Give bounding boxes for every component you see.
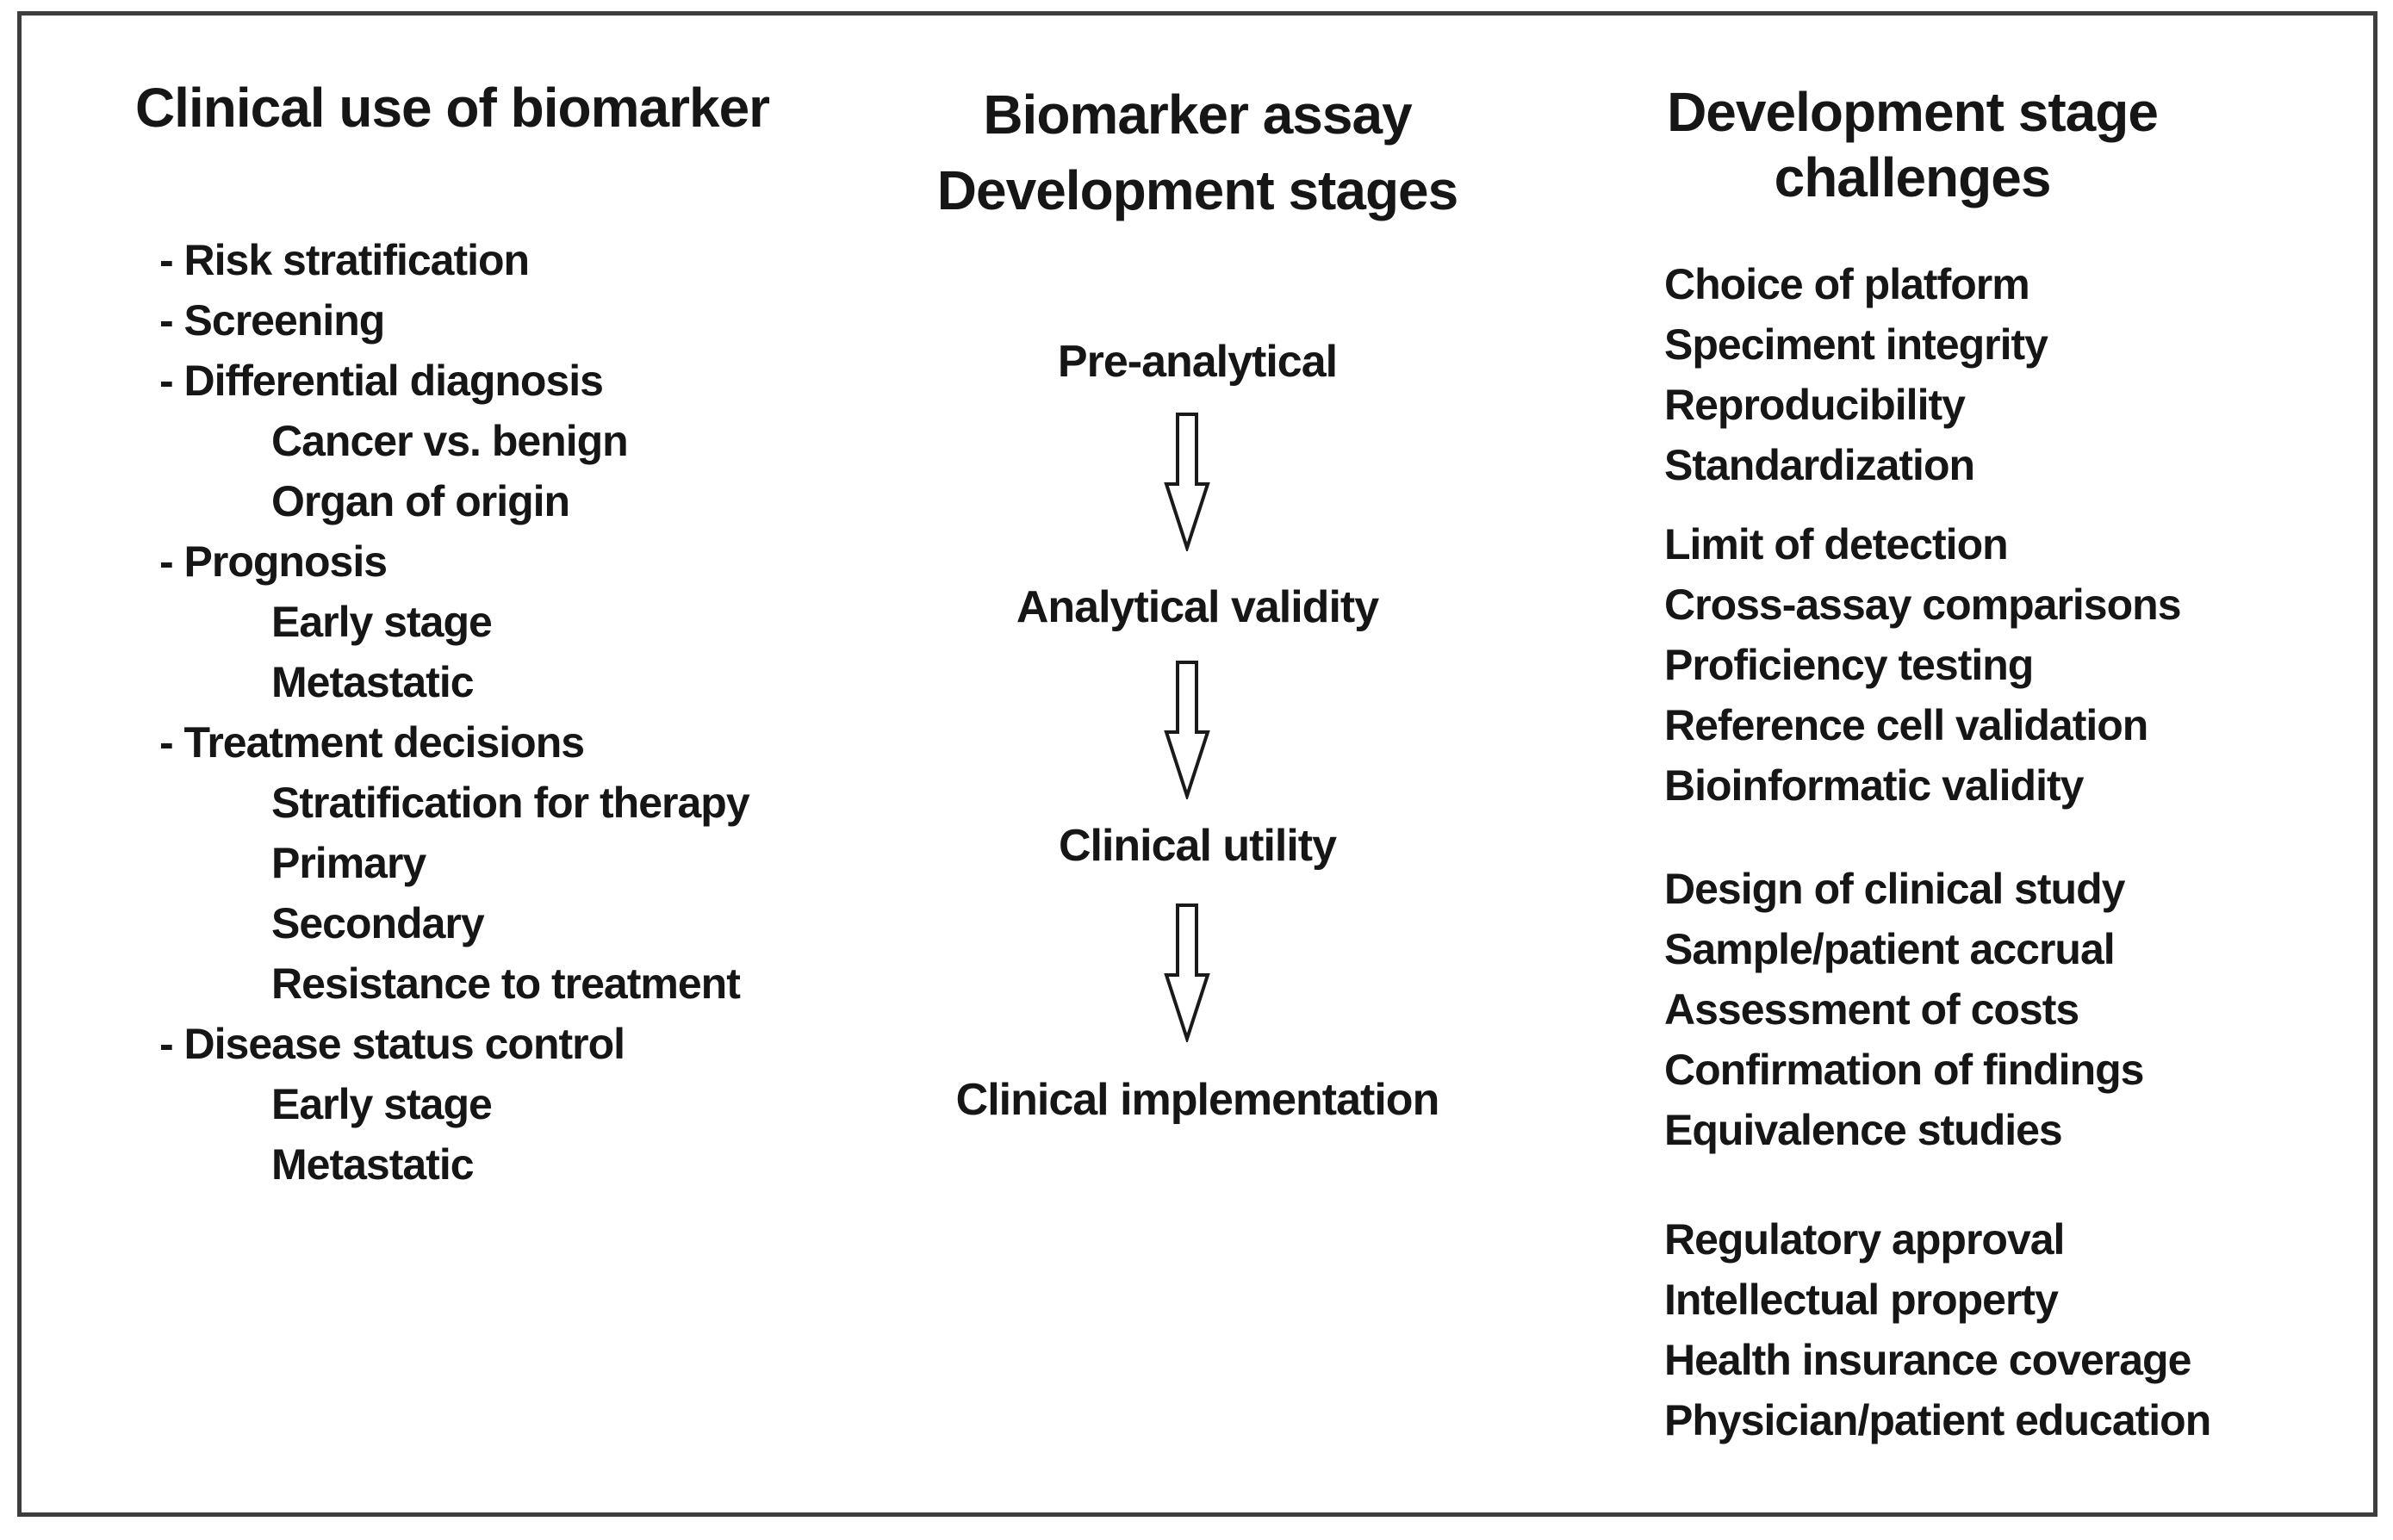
- challenge-item: Reference cell validation: [1664, 701, 2148, 749]
- arrow-down-icon: [1164, 661, 1210, 799]
- arrow-down-icon: [1164, 413, 1210, 551]
- clinical-use-list-item: - Treatment decisions: [159, 718, 585, 767]
- figure-border: [17, 11, 2377, 1517]
- challenge-item: Design of clinical study: [1664, 865, 2125, 913]
- arrow-down-icon: [1164, 904, 1210, 1042]
- clinical-use-list-item: - Disease status control: [159, 1020, 625, 1068]
- challenge-item: Intellectual property: [1664, 1276, 2059, 1324]
- clinical-use-list-item: - Screening: [159, 296, 385, 345]
- challenge-item: Bioinformatic validity: [1664, 761, 2084, 810]
- clinical-use-list-item: Secondary: [271, 899, 485, 947]
- clinical-use-list-item: Resistance to treatment: [271, 959, 741, 1008]
- challenges-title-line1: Development stage: [1667, 81, 2159, 143]
- challenge-item: Equivalence studies: [1664, 1106, 2063, 1154]
- stages-title-line1: Biomarker assay: [983, 84, 1412, 146]
- clinical-use-list: - Risk stratification - Screening - Differ…: [159, 230, 750, 1195]
- challenge-item: Cross-assay comparisons: [1664, 581, 2182, 629]
- challenge-item: Health insurance coverage: [1664, 1336, 2191, 1384]
- challenge-item: Proficiency testing: [1664, 641, 2034, 689]
- stage-pre-analytical: Pre-analytical: [1057, 337, 1338, 387]
- clinical-use-list-item: Organ of origin: [271, 477, 570, 525]
- clinical-use-list-item: Early stage: [271, 1080, 493, 1128]
- clinical-use-list-item: Stratification for therapy: [271, 779, 750, 827]
- stage-clinical-utility: Clinical utility: [1058, 821, 1337, 871]
- challenge-item: Reproducibility: [1664, 381, 1966, 429]
- challenge-item: Standardization: [1664, 441, 1975, 489]
- challenges-title: Development stage challenges: [1628, 79, 2197, 210]
- clinical-use-list-item: Metastatic: [271, 658, 475, 706]
- challenge-item: Regulatory approval: [1664, 1215, 2065, 1264]
- clinical-use-title: Clinical use of biomarker: [134, 77, 770, 139]
- clinical-use-list-item: Early stage: [271, 598, 493, 646]
- clinical-use-list-item: - Prognosis: [159, 537, 388, 586]
- challenge-item: Sample/patient accrual: [1664, 925, 2116, 973]
- stage-analytical-validity: Analytical validity: [1016, 582, 1379, 632]
- challenge-item: Physician/patient education: [1664, 1396, 2211, 1444]
- clinical-use-list-item: Cancer vs. benign: [271, 417, 629, 465]
- challenges-title-line2: challenges: [1774, 146, 2052, 208]
- stage-clinical-implementation: Clinical implementation: [955, 1075, 1440, 1125]
- clinical-use-list-item: - Differential diagnosis: [159, 357, 604, 405]
- stages-title: Biomarker assay Development stages: [870, 77, 1525, 228]
- challenge-item: Assessment of costs: [1664, 985, 2079, 1034]
- challenge-item: Limit of detection: [1664, 520, 2009, 568]
- clinical-use-list-item: Metastatic: [271, 1140, 475, 1189]
- challenge-item: Choice of platform: [1664, 260, 2030, 308]
- clinical-use-list-item: Primary: [271, 839, 426, 887]
- stages-title-line2: Development stages: [936, 159, 1458, 221]
- challenge-item: Speciment integrity: [1664, 320, 2048, 369]
- clinical-use-list-item: - Risk stratification: [159, 236, 530, 284]
- challenge-item: Confirmation of findings: [1664, 1046, 2144, 1094]
